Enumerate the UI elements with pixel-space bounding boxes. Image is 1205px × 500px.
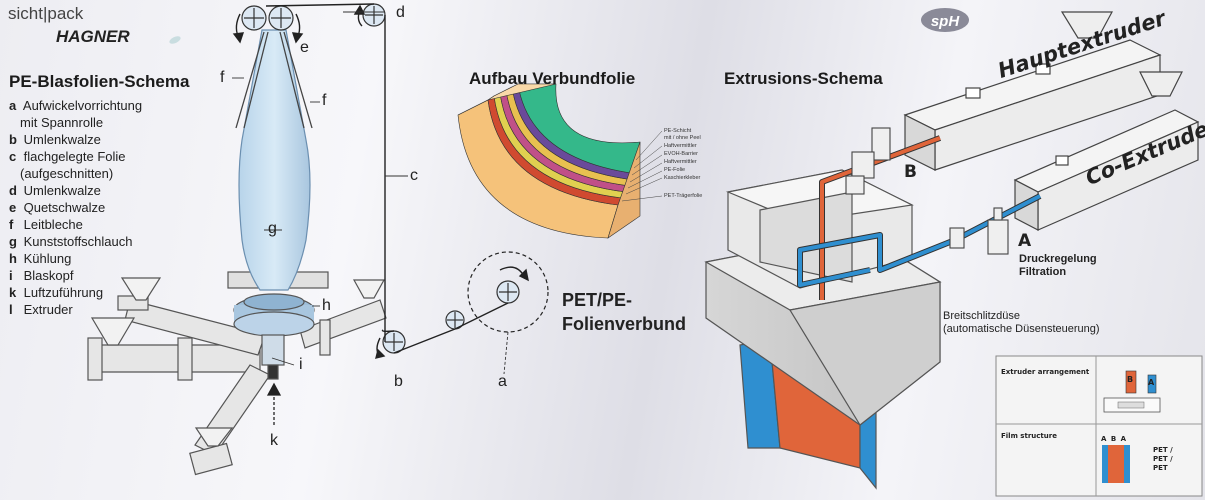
legend-item: a Aufwickelvorrichtung <box>9 97 142 114</box>
composite-title-2: Folienverbund <box>562 314 687 334</box>
laminate-layer-label: Haftvermittler <box>664 159 697 165</box>
inset-box-a: A <box>1148 378 1155 387</box>
legend-text: Blaskopf <box>20 268 74 283</box>
sph-logo: spH <box>921 8 969 32</box>
legend-key: h <box>9 251 17 266</box>
legend-key: f <box>9 217 14 232</box>
legend-item: f Leitbleche <box>9 216 142 233</box>
leader-lines <box>232 11 509 375</box>
inset-pet-1: PET / <box>1153 446 1173 454</box>
legend-text: Aufwickelvorrichtung <box>20 98 143 113</box>
inset-pet-2: PET / <box>1153 455 1173 463</box>
legend-text: Kunststoffschlauch <box>20 234 133 249</box>
die-desc-1: Breitschlitzdüse <box>943 310 1021 322</box>
label-B: B <box>904 162 917 182</box>
laminate-layer-label: PE-Folie <box>664 167 686 173</box>
die-head <box>227 271 329 380</box>
legend-key: a <box>9 98 17 113</box>
legend-text: Quetschwalze <box>20 200 106 215</box>
legend-item: d Umlenkwalze <box>9 182 142 199</box>
label-k: k <box>270 432 278 449</box>
label-d: d <box>396 4 405 21</box>
inset-structure-label: Film structure <box>1001 432 1057 440</box>
winder-dashed-circle <box>467 251 549 333</box>
brand-leaf-icon <box>169 36 181 44</box>
label-f-right: f <box>322 92 327 109</box>
legend-text: Umlenkwalze <box>20 183 101 198</box>
inset-aba: A B A <box>1101 435 1128 443</box>
air-arrow <box>266 382 282 425</box>
label-i: i <box>299 356 303 373</box>
inset-panel <box>995 355 1203 497</box>
laminate-leaders <box>621 130 663 202</box>
die-desc-2: (automatische Düsensteuerung) <box>943 323 1100 335</box>
legend-text: Extruder <box>20 302 73 317</box>
legend-text-cont: (aufgeschnitten) <box>20 166 114 181</box>
svg-text:spH: spH <box>931 13 961 30</box>
film-path <box>265 3 509 354</box>
legend-key: c <box>9 149 17 164</box>
legend-item: b Umlenkwalze <box>9 131 142 148</box>
rotation-arrows <box>232 4 529 359</box>
brand-subname: HAGNER <box>56 27 130 46</box>
composite-title-1: PET/PE- <box>562 290 633 310</box>
laminate-layer-label: EVOH-Barrier <box>664 151 698 157</box>
hoppers <box>90 277 386 447</box>
legend-key: k <box>9 285 17 300</box>
inset-arrangement-label: Extruder arrangement <box>1001 368 1090 376</box>
legend-item: l Extruder <box>9 301 142 318</box>
legend-key: d <box>9 183 17 198</box>
legend-item: e Quetschwalze <box>9 199 142 216</box>
legend-item: c flachgelegte Folie <box>9 148 142 165</box>
brand-name: sicht|pack <box>8 4 84 23</box>
laminate-layer-label: mit / ohne Peel <box>664 135 701 141</box>
label-g: g <box>268 220 277 237</box>
laminate-title: Aufbau Verbundfolie <box>469 69 636 88</box>
legend-text: flachgelegte Folie <box>20 149 126 164</box>
laminate-layer-label: PE-Schicht <box>664 128 692 134</box>
valves <box>845 127 1009 255</box>
legend-item: k Luftzuführung <box>9 284 142 301</box>
laminate-layer-label: Kaschierkleber <box>664 175 701 181</box>
legend-text: Luftzuführung <box>20 285 104 300</box>
legend-key: e <box>9 200 17 215</box>
hauptextruder <box>903 11 1162 171</box>
inset-box-b: B <box>1127 375 1134 384</box>
label-c: c <box>410 167 418 184</box>
label-e: e <box>300 39 309 56</box>
legend-key: g <box>9 234 17 249</box>
a-desc-1: Druckregelung <box>1019 253 1097 265</box>
legend-item: i Blaskopf <box>9 267 142 284</box>
label-f-left: f <box>220 69 225 86</box>
laminate-section <box>457 83 641 239</box>
rollers <box>241 3 520 354</box>
film-bubble <box>238 29 311 291</box>
blown-film-title: PE-Blasfolien-Schema <box>9 72 190 91</box>
laminate-layer-label: Haftvermittler <box>664 143 697 149</box>
label-b: b <box>394 373 403 390</box>
legend-key: i <box>9 268 13 283</box>
collapsing-boards <box>235 31 313 129</box>
legend-text: Leitbleche <box>20 217 83 232</box>
legend-text-cont: mit Spannrolle <box>20 115 104 130</box>
legend-text: Kühlung <box>20 251 72 266</box>
legend-key: l <box>9 302 13 317</box>
extrusion-title: Extrusions-Schema <box>724 69 883 88</box>
legend-item: g Kunststoffschlauch <box>9 233 142 250</box>
legend-text: Umlenkwalze <box>20 132 101 147</box>
label-h: h <box>322 297 331 314</box>
inset-pet-3: PET <box>1153 464 1168 472</box>
a-desc-2: Filtration <box>1019 266 1067 278</box>
legend-key: b <box>9 132 17 147</box>
label-a: a <box>498 373 507 390</box>
legend-item: h Kühlung <box>9 250 142 267</box>
label-A: A <box>1018 231 1032 251</box>
laminate-layer-label: PET-Trägerfolie <box>664 193 703 199</box>
